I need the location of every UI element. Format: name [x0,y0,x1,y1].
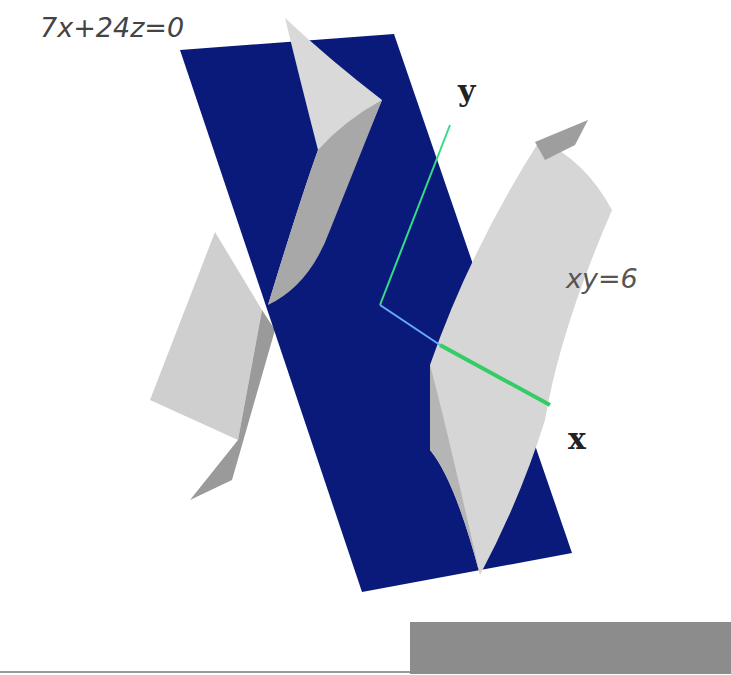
axis-label: x [568,424,586,454]
x-axis [440,345,550,405]
hyperbolic-sheet-edge [535,120,588,160]
status-line [0,671,410,673]
hyperbolic-sheet-shade [430,365,480,575]
hyperbolic-sheet [268,18,382,305]
hyperbolic-sheet-shade [268,100,382,305]
surface-equation: xy=6 [566,265,638,292]
x-axis [380,305,440,345]
hyperbolic-sheet-edge [190,310,275,500]
status-bar [410,622,731,674]
hyperbolic-sheet [430,140,612,575]
axis-label: y [458,76,475,106]
y-axis [380,125,450,305]
plane-equation: 7x+24z=0 [40,14,184,41]
